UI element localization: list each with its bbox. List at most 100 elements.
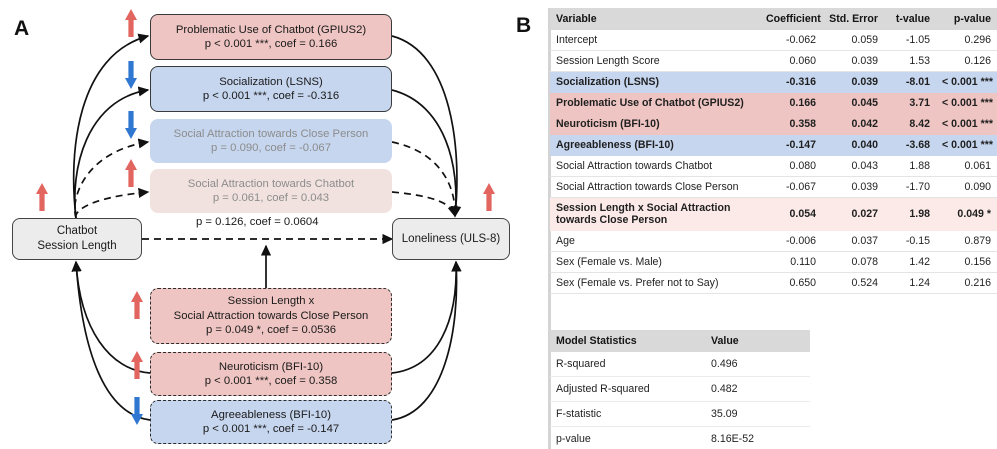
cell-variable: Agreeableness (BFI-10) [550,134,760,156]
cell-t-value: -3.68 [884,134,936,156]
cell-variable: Social Attraction towards Close Person [550,176,760,198]
node-title: Social Attraction towards Close Person [173,127,369,140]
cell-p-value: 0.296 [936,30,997,51]
cell-p-value: < 0.001 *** [936,113,997,135]
node-title-line1: Chatbot [56,225,98,238]
arrow-up-icon-gpius2 [125,9,137,37]
edge-label-direct-effect: p = 0.126, coef = 0.0604 [196,216,319,228]
cell-variable: Sex (Female vs. Male) [550,251,760,273]
diagram-edges [71,33,462,421]
column-header-std-error: Std. Error [822,8,884,30]
panel-b-label: B [516,14,532,37]
cell-statistic-name: F-statistic [550,401,705,427]
node-session-length-x-social-attraction[interactable]: Session Length x Social Attraction towar… [150,288,392,344]
cell-std-error: 0.037 [822,230,884,252]
cell-p-value: < 0.001 *** [936,92,997,114]
cell-std-error: 0.040 [822,134,884,156]
node-social-attraction-close-person[interactable]: Social Attraction towards Close Person p… [150,119,392,163]
node-problematic-use-chatbot[interactable]: Problematic Use of Chatbot (GPIUS2) p < … [150,14,392,60]
cell-statistic-value: 0.482 [705,376,810,402]
node-agreeableness-bfi10[interactable]: Agreeableness (BFI-10) p < 0.001 ***, co… [150,400,392,444]
cell-variable: Sex (Female vs. Prefer not to Say) [550,272,760,294]
node-title-line2: Session Length [37,240,117,252]
cell-coefficient: -0.147 [760,134,822,156]
cell-std-error: 0.078 [822,251,884,273]
node-title-line1: Session Length x [227,295,315,308]
cell-t-value: -1.05 [884,30,936,51]
cell-std-error: 0.039 [822,71,884,93]
cell-coefficient: 0.080 [760,155,822,177]
cell-variable: Session Length x Social Attraction towar… [550,197,760,231]
cell-statistic-name: R-squared [550,352,705,377]
arrow-down-icon-sa-close [125,111,137,139]
cell-coefficient: -0.316 [760,71,822,93]
cell-variable: Socialization (LSNS) [550,71,760,93]
node-title-line2: Social Attraction towards Close Person [173,309,369,322]
table-row: Problematic Use of Chatbot (GPIUS2)0.166… [550,92,997,114]
node-socialization-lsns[interactable]: Socialization (LSNS) p < 0.001 ***, coef… [150,66,392,112]
cell-variable: Age [550,230,760,252]
cell-statistic-value: 8.16E-52 [705,426,810,449]
table-row: Social Attraction towards Close Person-0… [550,176,997,198]
node-title: Loneliness (ULS-8) [401,232,501,245]
regression-coefficients-table: Variable Coefficient Std. Error t-value … [550,8,997,294]
cell-std-error: 0.524 [822,272,884,294]
column-header-t-value: t-value [884,8,936,30]
cell-coefficient: 0.166 [760,92,822,114]
cell-t-value: 1.53 [884,50,936,72]
panel-a-diagram: A [12,9,510,444]
cell-coefficient: -0.062 [760,30,822,51]
node-social-attraction-chatbot[interactable]: Social Attraction towards Chatbot p = 0.… [150,169,392,213]
cell-std-error: 0.059 [822,30,884,51]
cell-p-value: < 0.001 *** [936,134,997,156]
column-header-p-value: p-value [936,8,997,30]
cell-p-value: 0.879 [936,230,997,252]
table-row: Session Length x Social Attraction towar… [550,197,997,231]
node-chatbot-session-length[interactable]: Chatbot Session Length [12,218,142,260]
cell-p-value: 0.049 * [936,197,997,231]
cell-p-value: 0.156 [936,251,997,273]
panel-b-tables: Variable Coefficient Std. Error t-value … [516,0,997,449]
node-stats: p < 0.001 ***, coef = 0.166 [204,38,338,50]
column-header-variable: Variable [550,8,760,30]
cell-std-error: 0.045 [822,92,884,114]
node-neuroticism-bfi10[interactable]: Neuroticism (BFI-10) p < 0.001 ***, coef… [150,352,392,396]
cell-t-value: 1.24 [884,272,936,294]
panel-a-label: A [14,17,30,40]
cell-variable: Social Attraction towards Chatbot [550,155,760,177]
cell-statistic-value: 0.496 [705,352,810,377]
cell-coefficient: -0.006 [760,230,822,252]
cell-coefficient: 0.054 [760,197,822,231]
arrow-up-icon-sa-chatbot [125,159,137,187]
cell-t-value: -8.01 [884,71,936,93]
column-header-coefficient: Coefficient [760,8,822,30]
cell-p-value: 0.090 [936,176,997,198]
cell-t-value: 1.42 [884,251,936,273]
cell-statistic-name: Adjusted R-squared [550,376,705,402]
cell-std-error: 0.042 [822,113,884,135]
cell-variable: Neuroticism (BFI-10) [550,113,760,135]
table-header-row: Variable Coefficient Std. Error t-value … [550,8,997,30]
arrow-up-icon-interaction [131,291,143,319]
node-loneliness-uls8[interactable]: Loneliness (ULS-8) [392,218,510,260]
cell-statistic-value: 35.09 [705,401,810,427]
cell-p-value: < 0.001 *** [936,71,997,93]
cell-coefficient: 0.650 [760,272,822,294]
node-stats: p < 0.001 ***, coef = -0.316 [202,90,340,102]
cell-t-value: 1.88 [884,155,936,177]
cell-std-error: 0.027 [822,197,884,231]
cell-statistic-name: p-value [550,426,705,449]
